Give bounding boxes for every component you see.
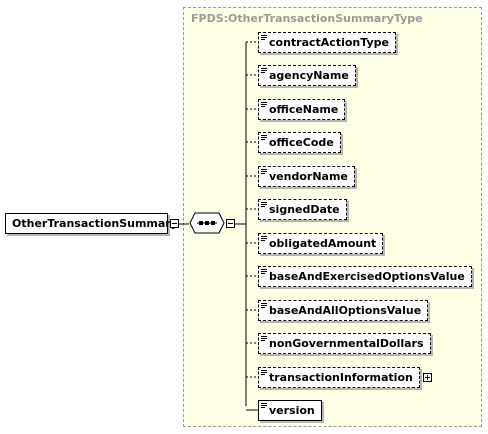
element-office-name[interactable]: officeName <box>258 99 346 120</box>
element-text-icon <box>261 236 267 242</box>
element-label: nonGovernmentalDollars <box>269 337 424 350</box>
element-base-and-exercised-options-value[interactable]: baseAndExercisedOptionsValue <box>258 266 472 287</box>
sequence-compositor-icon[interactable] <box>189 212 225 234</box>
element-text-icon <box>261 35 267 41</box>
sequence-collapse-icon[interactable] <box>226 219 235 228</box>
element-label: signedDate <box>269 203 340 216</box>
element-label: baseAndAllOptionsValue <box>269 304 422 317</box>
element-obligated-amount[interactable]: obligatedAmount <box>258 233 384 254</box>
element-vendor-name[interactable]: vendorName <box>258 166 355 187</box>
element-base-and-all-options-value[interactable]: baseAndAllOptionsValue <box>258 300 429 321</box>
element-label: version <box>269 404 315 417</box>
element-label: transactionInformation <box>269 371 413 384</box>
element-text-icon <box>261 303 267 309</box>
element-label: vendorName <box>269 170 348 183</box>
element-version[interactable]: version <box>258 400 322 421</box>
element-signed-date[interactable]: signedDate <box>258 199 347 220</box>
element-text-icon <box>261 169 267 175</box>
element-label: obligatedAmount <box>269 237 377 250</box>
element-label: officeName <box>269 103 339 116</box>
element-contract-action-type[interactable]: contractActionType <box>258 32 396 53</box>
expand-icon[interactable] <box>422 373 432 382</box>
root-element-box[interactable]: OtherTransactionSummary <box>5 213 178 234</box>
element-label: officeCode <box>269 136 334 149</box>
type-name: FPDS:OtherTransactionSummaryType <box>191 12 423 25</box>
element-agency-name[interactable]: agencyName <box>258 65 356 86</box>
element-text-icon <box>261 336 267 342</box>
root-element-label: OtherTransactionSummary <box>12 217 178 230</box>
element-label: contractActionType <box>269 36 389 49</box>
element-office-code[interactable]: officeCode <box>258 132 341 153</box>
element-text-icon <box>261 202 267 208</box>
element-text-icon <box>261 135 267 141</box>
element-text-icon <box>261 269 267 275</box>
element-text-icon <box>261 68 267 74</box>
element-text-icon <box>261 370 267 376</box>
element-non-governmental-dollars[interactable]: nonGovernmentalDollars <box>258 333 431 354</box>
element-text-icon <box>261 102 267 108</box>
root-collapse-icon[interactable] <box>170 219 179 228</box>
element-label: agencyName <box>269 69 349 82</box>
element-transaction-information[interactable]: transactionInformation <box>258 367 420 388</box>
element-text-icon <box>261 403 267 409</box>
element-label: baseAndExercisedOptionsValue <box>269 270 465 283</box>
